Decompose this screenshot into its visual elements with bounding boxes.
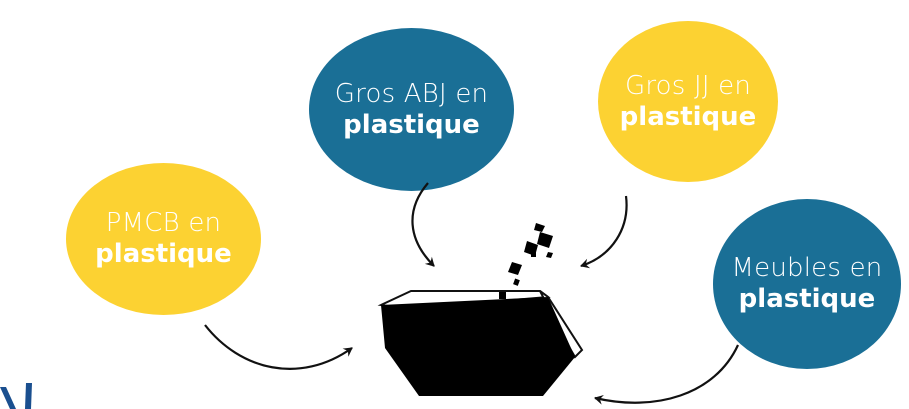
dumpster-icon	[377, 290, 584, 396]
arrow-from-gros-jj	[580, 195, 628, 269]
bubble-gros-jj-line2: plastique	[619, 101, 757, 132]
bubble-pmcb-line2: plastique	[95, 239, 232, 269]
bubble-meubles: Meubles en plastique	[713, 199, 901, 369]
bubble-gros-abj: Gros ABJ en plastique	[309, 28, 514, 191]
bubble-gros-abj-line1: Gros ABJ en	[334, 78, 489, 109]
bubble-pmcb-line1: PMCB en	[105, 208, 222, 239]
bubble-meubles-line2: plastique	[738, 284, 876, 314]
bubble-meubles-line1: Meubles en	[731, 253, 883, 284]
bubble-gros-abj-line2: plastique	[343, 109, 480, 140]
bubble-gros-jj-line1: Gros JJ en	[624, 70, 752, 101]
arrow-from-meubles	[594, 344, 739, 405]
bubble-pmcb: PMCB en plastique	[66, 163, 261, 315]
bubble-gros-jj: Gros JJ en plastique	[598, 21, 778, 182]
arrow-from-pmcb	[204, 324, 353, 370]
debris-icon	[499, 223, 553, 299]
arrow-from-gros-abj	[411, 182, 435, 267]
logo-mark	[0, 383, 32, 409]
